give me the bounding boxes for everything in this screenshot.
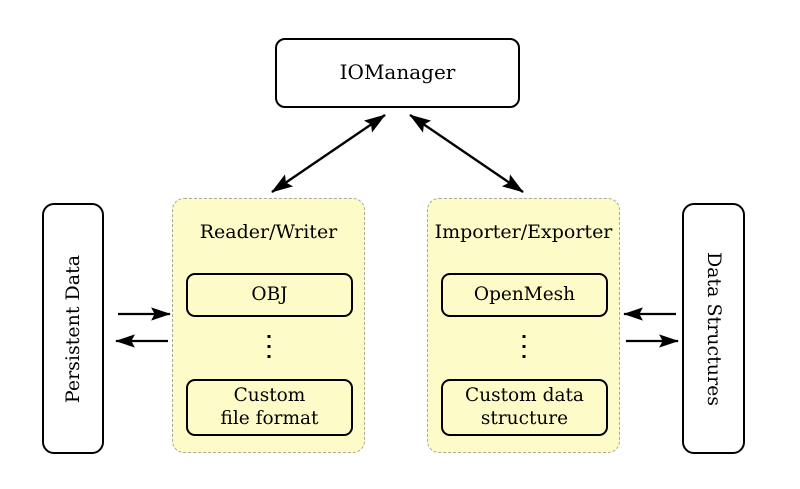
panel-importer-exporter-title: Importer/Exporter [434, 221, 613, 243]
ellipsis-dot [522, 335, 525, 338]
node-custom-file-format[interactable]: Custom file format [186, 379, 353, 436]
node-custom-file-format-line1: Custom [233, 384, 306, 406]
node-persistent-data-label: Persistent Data [62, 254, 84, 403]
node-custom-data-structure-label: Custom data structure [465, 385, 584, 430]
ellipsis-dot [522, 355, 525, 358]
node-iomanager-label: IOManager [339, 60, 456, 85]
node-custom-file-format-line2: file format [220, 407, 319, 429]
ellipsis-dot [522, 345, 525, 348]
node-custom-file-format-label: Custom file format [221, 385, 319, 430]
ellipsis-dot [267, 355, 270, 358]
node-data-structures[interactable]: Data Structures [682, 203, 745, 454]
arrow-iomanager-importerexporter [409, 114, 524, 193]
panel-importer-exporter: Importer/Exporter OpenMesh Custom data s… [427, 198, 620, 453]
node-persistent-data[interactable]: Persistent Data [42, 203, 104, 454]
ellipsis-reader-writer [267, 335, 270, 358]
node-obj[interactable]: OBJ [186, 273, 353, 317]
node-openmesh-label: OpenMesh [473, 283, 576, 305]
panel-reader-writer: Reader/Writer OBJ Custom file format [172, 198, 365, 453]
node-data-structures-label: Data Structures [702, 251, 725, 406]
node-custom-data-structure[interactable]: Custom data structure [441, 379, 608, 436]
ellipsis-dot [267, 335, 270, 338]
node-iomanager[interactable]: IOManager [275, 38, 520, 108]
ellipsis-importer-exporter [522, 335, 525, 358]
ellipsis-dot [267, 345, 270, 348]
panel-reader-writer-title: Reader/Writer [199, 221, 338, 243]
node-obj-label: OBJ [251, 283, 288, 305]
node-custom-data-structure-line1: Custom data [465, 384, 584, 406]
arrow-iomanager-readerwriter [271, 114, 386, 193]
node-custom-data-structure-line2: structure [480, 407, 569, 429]
node-openmesh[interactable]: OpenMesh [441, 273, 608, 317]
